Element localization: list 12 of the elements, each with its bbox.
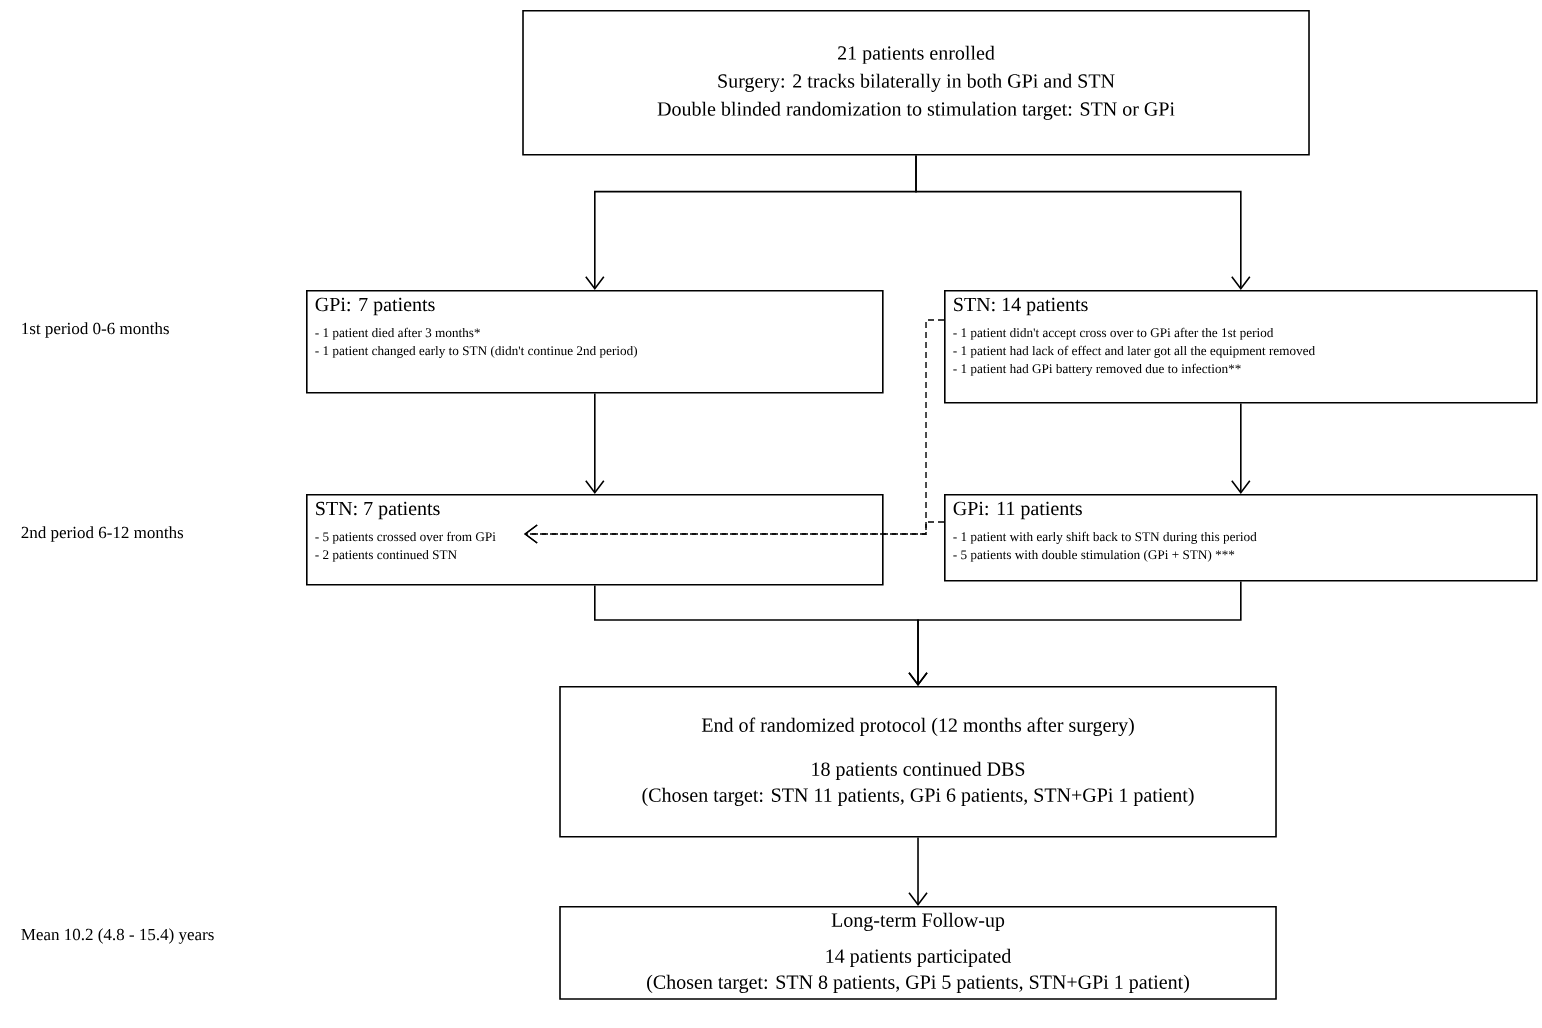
dashed-arrow: [524, 521, 945, 544]
process-box: Long-term Follow-up 14 patients participated (Chosen target: STN 8 patients, GPi 5 patients, STN+GPi 1 patient): [559, 906, 1277, 1000]
period-label: 2nd period 6-12 months: [21, 526, 184, 542]
period-label: Mean 10.2 (4.8 - 15.4) years: [21, 928, 214, 944]
process-box: End of randomized protocol (12 months after surgery) 18 patients continued DBS (Chosen target: STN 11 patients, GPi 6 patients, STN+GPi 1 patient): [559, 686, 1277, 838]
arrow: [908, 836, 928, 906]
arrow: [908, 580, 1242, 686]
arrow: [915, 154, 1251, 290]
period-label: 1st period 0-6 months: [22, 322, 169, 338]
arrow: [585, 392, 605, 494]
process-box: 21 patients enrolled Surgery: 2 tracks bilaterally in both GPi and STN Double blinded randomization to stimulation target: STN or GPi: [522, 10, 1310, 156]
arrow: [1231, 402, 1251, 494]
